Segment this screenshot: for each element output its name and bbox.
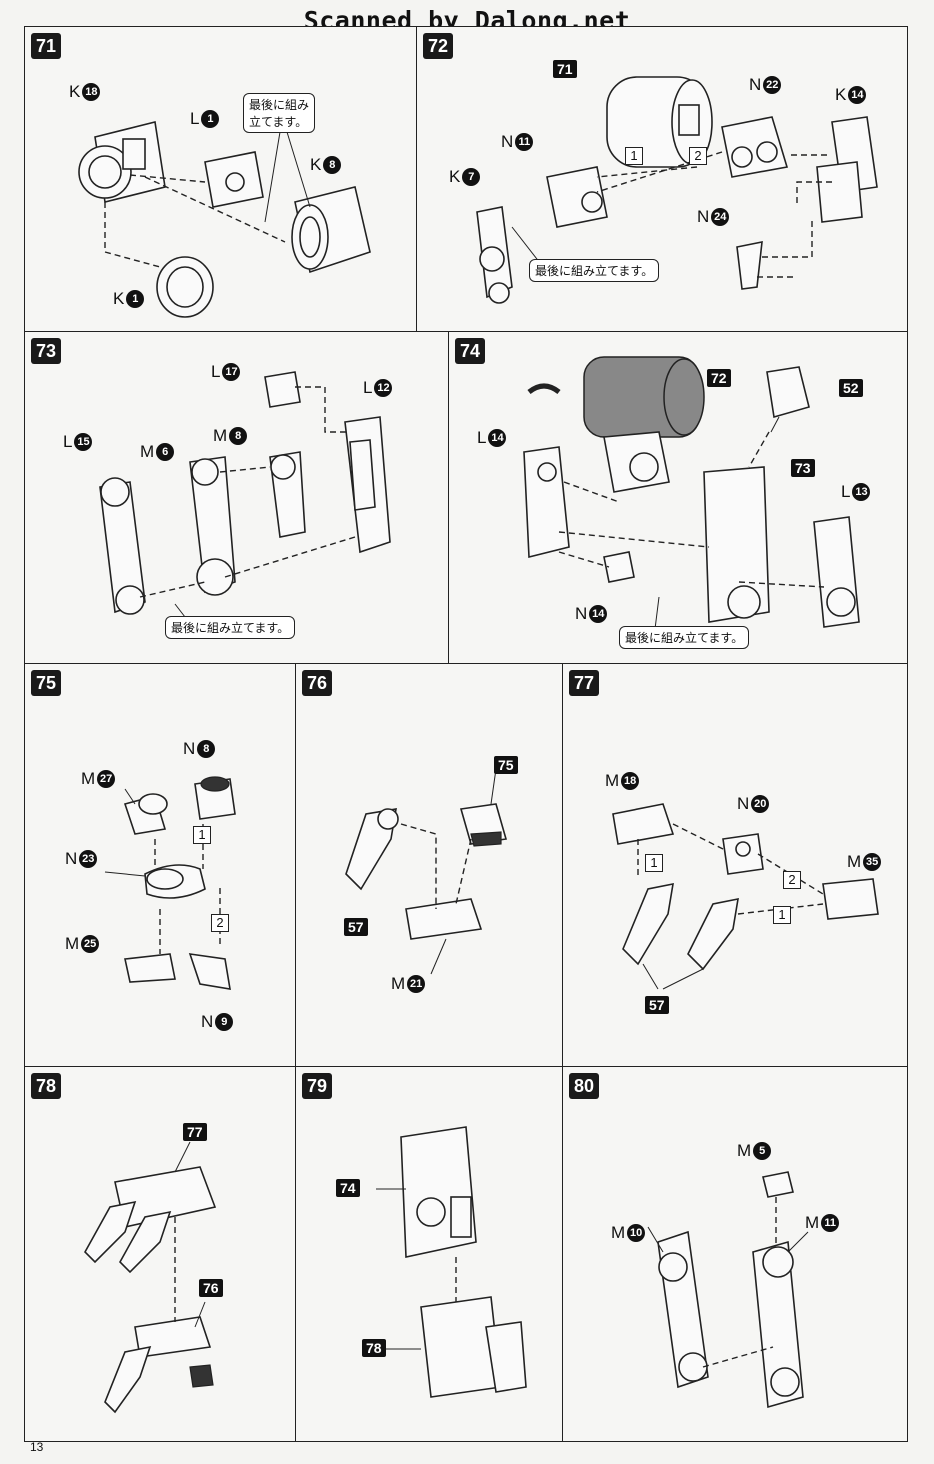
step-number: 76 xyxy=(302,670,332,696)
step-number: 78 xyxy=(31,1073,61,1099)
order-number: 1 xyxy=(625,147,643,165)
assembly-note: 最後に組み立てます。 xyxy=(243,93,316,133)
step-71-illustration xyxy=(78,121,371,318)
step-number: 77 xyxy=(569,670,599,696)
assembly-note: 最後に組み立てます。 xyxy=(165,616,296,639)
step-reference: 52 xyxy=(839,379,863,397)
step-79-illustration xyxy=(376,1126,527,1398)
step-reference: 57 xyxy=(344,918,368,936)
step-number: 80 xyxy=(569,1073,599,1099)
step-reference: 71 xyxy=(553,60,577,78)
order-number: 2 xyxy=(211,914,229,932)
order-number: 2 xyxy=(783,871,801,889)
assembly-note: 最後に組み立てます。 xyxy=(529,259,660,282)
step-number: 73 xyxy=(31,338,61,364)
step-73-illustration xyxy=(99,371,391,618)
step-78-panel: 78 77 76 xyxy=(24,1066,298,1442)
assembly-note: 最後に組み立てます。 xyxy=(619,626,750,649)
step-reference: 57 xyxy=(645,996,669,1014)
step-number: 75 xyxy=(31,670,61,696)
order-number: 1 xyxy=(773,906,791,924)
order-number: 2 xyxy=(689,147,707,165)
step-reference: 78 xyxy=(362,1339,386,1357)
step-number: 71 xyxy=(31,33,61,59)
step-number: 74 xyxy=(455,338,485,364)
step-79-panel: 79 74 78 xyxy=(295,1066,565,1442)
step-76-illustration xyxy=(345,768,508,975)
step-reference: 73 xyxy=(791,459,815,477)
step-reference: 74 xyxy=(336,1179,360,1197)
step-number: 72 xyxy=(423,33,453,59)
order-number: 1 xyxy=(645,854,663,872)
step-75-illustration xyxy=(104,776,236,990)
step-77-illustration xyxy=(612,803,879,990)
step-72-illustration xyxy=(476,76,878,304)
step-80-illustration xyxy=(647,1171,809,1409)
step-reference: 76 xyxy=(199,1279,223,1297)
page-number: 13 xyxy=(30,1440,44,1454)
step-74-illustration xyxy=(523,356,860,638)
step-reference: 77 xyxy=(183,1123,207,1141)
step-number: 79 xyxy=(302,1073,332,1099)
step-reference: 75 xyxy=(494,756,518,774)
step-reference: 72 xyxy=(707,369,731,387)
order-number: 1 xyxy=(193,826,211,844)
step-78-illustration xyxy=(84,1141,217,1414)
